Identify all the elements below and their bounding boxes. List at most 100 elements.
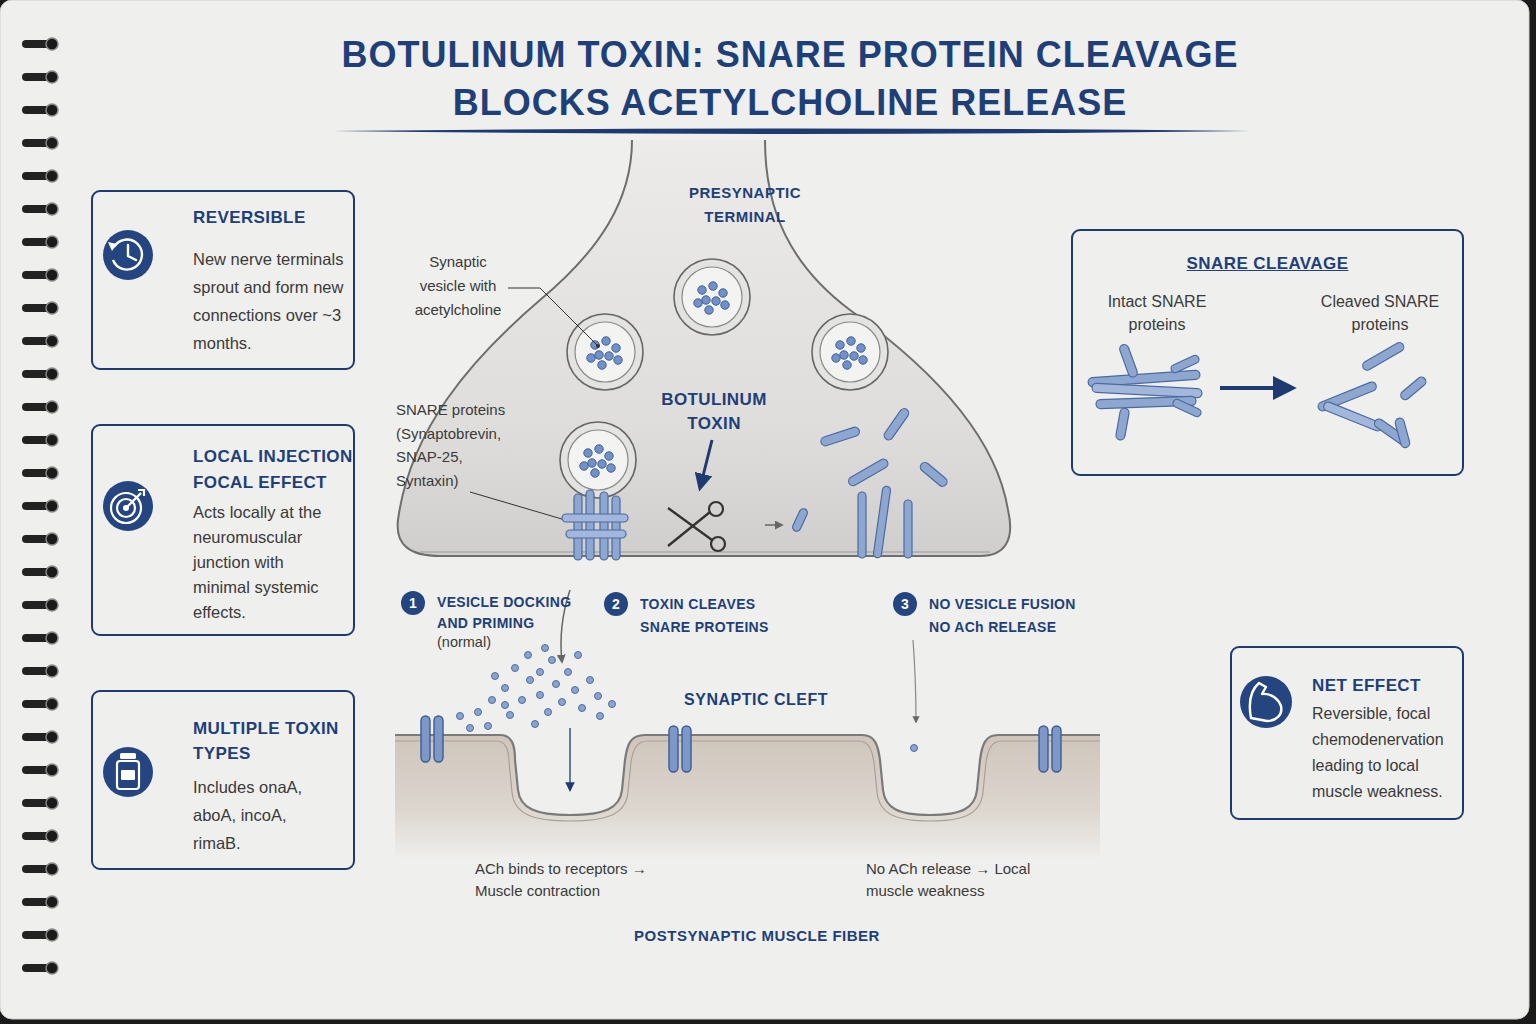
- snare-fragment: [858, 492, 866, 558]
- spiral-ring: [22, 896, 58, 908]
- ach-molecule: [519, 697, 526, 704]
- box-body: Includes onaA, aboA, incoA, rimaB.: [193, 773, 325, 857]
- step-label: NO VESICLE FUSION NO ACh RELEASE: [929, 593, 1091, 639]
- scissor-handle: [711, 537, 725, 551]
- target-icon-arrow: [138, 490, 144, 496]
- ach-molecule: [475, 709, 482, 716]
- ach-molecule: [527, 677, 534, 684]
- spiral-ring: [22, 302, 58, 314]
- ach-molecule: [595, 693, 602, 700]
- spiral-ring: [22, 533, 58, 545]
- step-note: (normal): [437, 632, 537, 652]
- spiral-ring: [22, 665, 58, 677]
- synaptic-vesicle: [567, 314, 643, 390]
- spiral-ring: [22, 797, 58, 809]
- leader-line: [508, 288, 598, 346]
- transition-arrow: [1220, 386, 1292, 390]
- box-heading: SNARE CLEAVAGE: [1073, 252, 1462, 276]
- snare-fragment: [904, 500, 912, 558]
- snare-protein: [612, 496, 620, 560]
- spiral-ring: [22, 137, 58, 149]
- ach-molecule: [502, 702, 509, 709]
- target-icon-ring: [111, 493, 141, 523]
- spiral-ring: [22, 764, 58, 776]
- snare-protein: [1170, 354, 1201, 374]
- postsynaptic-membrane: [395, 735, 1100, 815]
- spiral-ring: [22, 863, 58, 875]
- vial-icon-body: [117, 761, 139, 789]
- snare-fragment: [919, 461, 949, 488]
- spiral-ring: [22, 38, 58, 50]
- ach-molecule: [507, 712, 514, 719]
- ach-molecule: [467, 725, 474, 732]
- spiral-ring: [22, 401, 58, 413]
- spiral-ring: [22, 830, 58, 842]
- spiral-ring: [22, 203, 58, 215]
- ach-molecule: [559, 699, 566, 706]
- box-body: Acts locally at the neuromuscular juncti…: [193, 500, 345, 625]
- callout-circle: [604, 592, 628, 616]
- terminal-membrane: [398, 140, 1011, 556]
- snare-fragment: [847, 458, 890, 488]
- clock-icon-arrowhead: [108, 242, 117, 251]
- ach-molecule: [537, 669, 544, 676]
- part-label: BOTULINUM TOXIN: [638, 388, 790, 436]
- muscle-icon: [1240, 676, 1292, 728]
- ach-molecule: [525, 652, 532, 659]
- ach-molecule: [911, 745, 918, 752]
- part-label: Synaptic vesicle with acetylcholine: [410, 250, 506, 322]
- ach-receptor: [669, 726, 691, 772]
- synaptic-vesicle: [812, 314, 888, 390]
- ach-molecule: [575, 652, 582, 659]
- ach-molecule: [545, 709, 552, 716]
- region-label: SYNAPTIC CLEFT: [656, 688, 856, 712]
- ach-molecule: [572, 687, 579, 694]
- snare-protein: [1092, 383, 1202, 398]
- ach-molecule: [587, 677, 594, 684]
- ach-molecule: [609, 701, 616, 708]
- synaptic-vesicle: [674, 259, 750, 335]
- leader-line: [470, 492, 572, 522]
- spiral-ring: [22, 698, 58, 710]
- snare-protein: [566, 530, 626, 538]
- ach-molecule: [492, 673, 499, 680]
- vial-icon-cap: [120, 753, 136, 759]
- box-body: Reversible, focal chemodenervation leadi…: [1312, 701, 1460, 805]
- callout-number: 3: [893, 594, 917, 614]
- presynaptic-terminal: [398, 140, 1011, 556]
- ach-molecule: [542, 645, 549, 652]
- snare-fragment: [873, 486, 891, 558]
- membrane-inner-line: [395, 741, 1100, 821]
- binding-arrow: [569, 728, 571, 790]
- box-heading: REVERSIBLE: [193, 206, 343, 230]
- box-heading: LOCAL INJECTION FOCAL EFFECT: [193, 444, 353, 496]
- ach-receptor: [1039, 726, 1061, 772]
- leader-dot: [596, 344, 600, 348]
- snare-fragment: [1361, 341, 1405, 372]
- spiral-ring: [22, 335, 58, 347]
- spiral-ring: [22, 500, 58, 512]
- flow-arrow: [913, 640, 916, 722]
- spiral-ring: [22, 566, 58, 578]
- spiral-ring: [22, 632, 58, 644]
- part-label: PRESYNAPTIC TERMINAL: [665, 181, 825, 229]
- outcome-note: ACh binds to receptors → Muscle contract…: [475, 858, 661, 902]
- vial-icon-label: [121, 770, 135, 780]
- ach-molecule: [489, 697, 496, 704]
- ach-molecule: [549, 657, 556, 664]
- spiral-ring: [22, 599, 58, 611]
- scissor-handle: [709, 502, 723, 516]
- snare-fragment: [882, 407, 910, 442]
- spiral-ring: [22, 467, 58, 479]
- diagram-title: BOTULINUM TOXIN: SNARE PROTEIN CLEAVAGE …: [300, 31, 1280, 127]
- toxin-arrow: [700, 440, 712, 488]
- callout-number: 1: [401, 593, 425, 613]
- snare-fragment: [1399, 375, 1428, 401]
- ach-molecule: [597, 713, 604, 720]
- info-box: REVERSIBLENew nerve terminals sprout and…: [91, 190, 355, 370]
- snare-protein: [562, 514, 628, 522]
- ach-molecule: [512, 665, 519, 672]
- clock-icon-hands: [128, 245, 136, 260]
- callout-circle: [401, 591, 425, 615]
